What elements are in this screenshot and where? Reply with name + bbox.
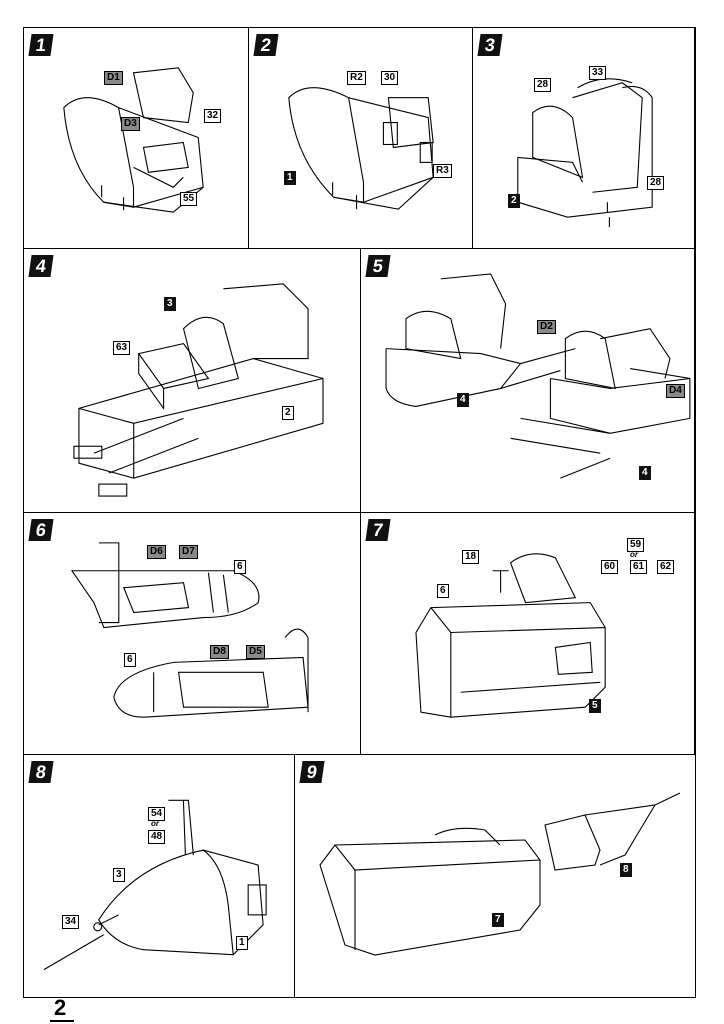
part-label: 4 (457, 393, 469, 407)
part-label: 34 (62, 915, 80, 929)
part-label: D8 (210, 645, 229, 659)
part-label: 61 (630, 560, 648, 574)
part-label: D3 (121, 117, 140, 131)
part-label: 54 (148, 807, 166, 821)
part-label: 60 (601, 560, 619, 574)
step-4-drawing (73, 283, 324, 497)
part-label: D5 (246, 645, 265, 659)
part-label: 4 (639, 466, 651, 480)
part-label: 32 (204, 109, 222, 123)
part-label: 6 (234, 560, 246, 574)
step-6-drawing (70, 542, 309, 718)
part-label: 6 (124, 653, 136, 667)
step-7-panel: 7 18 59 or 60 61 62 6 5 (361, 513, 695, 755)
part-label: 6 (437, 584, 449, 598)
step-6-panel: 6 D6 D7 6 6 D8 D5 (24, 513, 361, 755)
part-label: D7 (179, 545, 198, 559)
part-label: 62 (657, 560, 675, 574)
step-5-panel: 5 D2 4 D4 4 (361, 249, 695, 513)
part-label: 5 (589, 699, 601, 713)
step-9-panel: 9 8 7 (295, 755, 695, 997)
part-label: 18 (462, 550, 480, 564)
part-label: D4 (666, 384, 685, 398)
part-label: 63 (113, 341, 131, 355)
part-label: 1 (284, 171, 296, 185)
step-5-drawing (385, 273, 691, 479)
step-9-drawing (319, 792, 681, 956)
part-label: 30 (381, 71, 399, 85)
part-label: 3 (164, 297, 176, 311)
step-1-panel: 1 D1 32 D3 55 (24, 28, 249, 249)
part-label: 3 (113, 868, 125, 882)
part-label: 59 (627, 538, 645, 552)
part-label: 55 (180, 192, 198, 206)
part-label: 8 (620, 863, 632, 877)
or-connector: or (151, 819, 159, 828)
part-label: 28 (647, 176, 665, 190)
part-label: D1 (104, 71, 123, 85)
instruction-sheet: 1 D1 32 D3 55 2 R2 30 1 R3 (23, 27, 696, 1022)
part-label: 1 (236, 936, 248, 950)
step-2-drawing (288, 87, 434, 210)
step-3-panel: 3 33 28 28 2 (473, 28, 695, 249)
part-label: 28 (534, 78, 552, 92)
step-8-drawing (43, 799, 267, 971)
step-2-panel: 2 R2 30 1 R3 (249, 28, 473, 249)
step-1-drawing (63, 67, 204, 213)
part-label: 2 (508, 194, 520, 208)
or-connector: or (630, 550, 638, 559)
step-8-panel: 8 54 or 48 3 34 1 (24, 755, 295, 997)
step-7-drawing (415, 553, 606, 718)
part-label: R3 (433, 164, 452, 178)
part-label: 2 (282, 406, 294, 420)
part-label: D2 (537, 320, 556, 334)
part-label: 33 (589, 66, 607, 80)
part-label: D6 (147, 545, 166, 559)
part-label: 48 (148, 830, 166, 844)
part-label: 7 (492, 913, 504, 927)
part-label: R2 (347, 71, 366, 85)
step-4-panel: 4 3 63 2 (24, 249, 361, 513)
page-number: 2 (49, 995, 75, 1022)
step-3-drawing (517, 78, 653, 228)
